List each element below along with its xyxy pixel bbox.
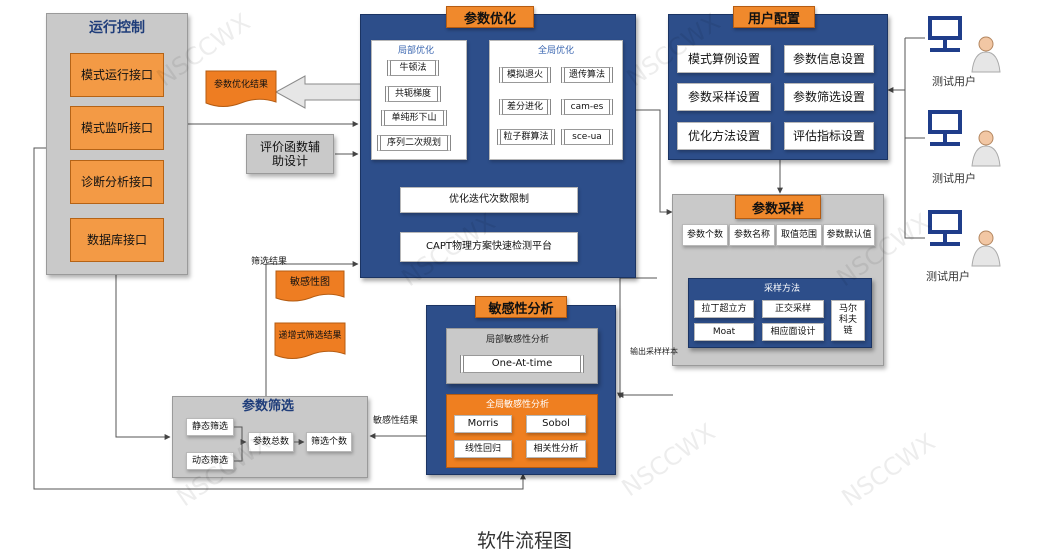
global-opt-title: 全局优化 [538, 46, 575, 56]
sampling-method-markov[interactable]: 马尔科夫链 [831, 300, 865, 341]
test-user-label-2: 测试用户 [932, 172, 976, 185]
iteration-limit-box[interactable]: 优化迭代次数限制 [400, 187, 578, 213]
sensitivity-sobol[interactable]: Sobol [526, 415, 586, 433]
run-control-item-mode-run[interactable]: 模式运行接口 [70, 53, 164, 97]
test-user-icon-2 [928, 110, 1001, 167]
screening-static[interactable]: 静态筛选 [186, 418, 234, 436]
sampling-method-title: 采样方法 [764, 284, 801, 294]
user-config-case[interactable]: 模式算例设置 [677, 45, 771, 73]
sensitivity-title: 敏感性分析 [475, 296, 567, 318]
global-opt-ga[interactable]: 遗传算法 [561, 67, 613, 83]
sampling-title: 参数采样 [735, 195, 821, 219]
run-control-item-database[interactable]: 数据库接口 [70, 218, 164, 262]
user-config-screening[interactable]: 参数筛选设置 [784, 83, 874, 111]
sensitivity-linear-regression[interactable]: 线性回归 [454, 440, 512, 458]
test-user-icon-3 [928, 210, 1001, 267]
sampling-method-moat[interactable]: Moat [694, 323, 754, 341]
screen-result-label: 筛选结果 [251, 257, 288, 267]
user-config-sampling[interactable]: 参数采样设置 [677, 83, 771, 111]
sampling-field-name[interactable]: 参数名称 [729, 224, 775, 246]
sensitivity-correlation[interactable]: 相关性分析 [526, 440, 586, 458]
figure-caption: 软件流程图 [476, 530, 572, 552]
screening-connectors [234, 426, 305, 462]
global-opt-sa[interactable]: 模拟退火 [499, 67, 551, 83]
sampling-method-orthogonal[interactable]: 正交采样 [762, 300, 824, 318]
sampling-field-default[interactable]: 参数默认值 [823, 224, 875, 246]
opt-result-doc-shape [205, 70, 277, 107]
output-samples-label: 输出采样样本 [630, 347, 678, 356]
run-control-title: 运行控制 [89, 19, 145, 36]
user-config-param-info[interactable]: 参数信息设置 [784, 45, 874, 73]
test-user-label-3: 测试用户 [926, 270, 970, 283]
global-opt-de[interactable]: 差分进化 [499, 99, 551, 115]
global-sensitivity-title: 全局敏感性分析 [486, 400, 550, 410]
screening-dynamic[interactable]: 动态筛选 [186, 452, 234, 470]
user-config-optmethod[interactable]: 优化方法设置 [677, 122, 771, 150]
sampling-method-lhs[interactable]: 拉丁超立方 [694, 300, 754, 318]
incremental-result-label: 递增式筛选结果 [278, 330, 342, 341]
user-config-title: 用户配置 [733, 6, 815, 28]
sensitivity-result-label: 敏感性结果 [373, 416, 419, 426]
param-opt-title: 参数优化 [446, 6, 534, 28]
incremental-result-doc-shape [274, 322, 346, 359]
sensitivity-map-doc-shape [275, 270, 345, 302]
screening-count[interactable]: 筛选个数 [306, 432, 352, 452]
run-control-item-mode-listen[interactable]: 模式监听接口 [70, 106, 164, 150]
user-config-metrics[interactable]: 评估指标设置 [784, 122, 874, 150]
local-opt-newton[interactable]: 牛顿法 [387, 60, 439, 76]
global-opt-cames[interactable]: cam-es [561, 99, 613, 115]
test-user-icon-1 [928, 16, 1001, 73]
global-opt-pso[interactable]: 粒子群算法 [497, 129, 555, 145]
eval-function-box[interactable]: 评价函数辅助设计 [246, 134, 334, 174]
local-opt-conjugate[interactable]: 共轭梯度 [385, 86, 441, 102]
test-user-label-1: 测试用户 [932, 75, 976, 88]
opt-result-label: 参数优化结果 [213, 79, 268, 90]
sampling-method-response-surface[interactable]: 相应面设计 [762, 323, 824, 341]
capt-platform-box[interactable]: CAPT物理方案快速检测平台 [400, 232, 578, 262]
sampling-field-range[interactable]: 取值范围 [776, 224, 822, 246]
sampling-field-count[interactable]: 参数个数 [682, 224, 728, 246]
run-control-item-diagnosis[interactable]: 诊断分析接口 [70, 160, 164, 204]
local-sensitivity-title: 局部敏感性分析 [486, 335, 550, 345]
global-opt-sceua[interactable]: sce-ua [561, 129, 613, 145]
local-opt-title: 局部优化 [398, 46, 435, 56]
sensitivity-map-label: 敏感性图 [290, 277, 330, 288]
local-opt-sqp[interactable]: 序列二次规划 [377, 135, 451, 151]
local-opt-simplex[interactable]: 单纯形下山 [381, 110, 447, 126]
screening-title: 参数筛选 [241, 399, 294, 415]
one-at-time-box[interactable]: One-At-time [460, 355, 584, 373]
sensitivity-morris[interactable]: Morris [454, 415, 512, 433]
screening-total[interactable]: 参数总数 [248, 432, 294, 452]
